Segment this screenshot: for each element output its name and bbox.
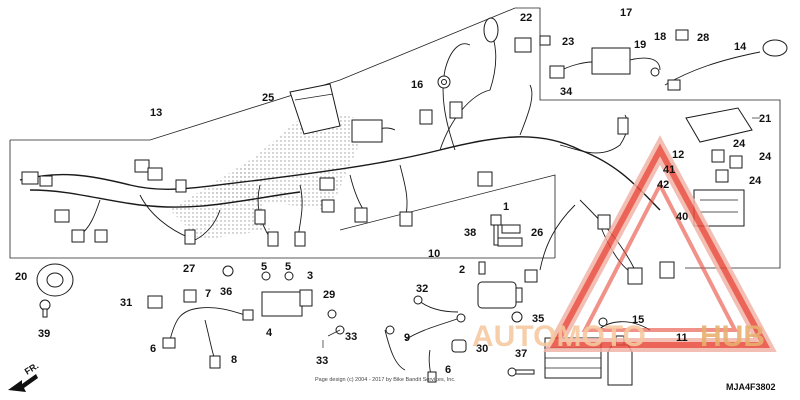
diagram-code: MJA4F3802 bbox=[726, 382, 776, 392]
callout-33b: 33 bbox=[316, 355, 328, 367]
callout-32: 32 bbox=[416, 283, 428, 295]
callout-14: 14 bbox=[734, 41, 747, 53]
callout-23: 23 bbox=[562, 36, 574, 48]
callout-8: 8 bbox=[231, 354, 237, 366]
callout-19: 19 bbox=[634, 39, 646, 51]
callout-labels: 1 2 3 4 5 5 6 6 7 8 9 10 11 12 13 14 15 … bbox=[15, 7, 772, 376]
part-21-fuse-box bbox=[685, 107, 760, 143]
part-17-sub-harness bbox=[549, 29, 788, 91]
callout-24a: 24 bbox=[733, 138, 746, 150]
callout-31: 31 bbox=[120, 297, 132, 309]
upper-rubber-boot bbox=[483, 17, 499, 43]
part-15-wire bbox=[597, 317, 651, 331]
callout-6a: 6 bbox=[150, 343, 156, 355]
part-4-regulator bbox=[261, 271, 313, 317]
part-26-band bbox=[497, 237, 523, 247]
part-36-nut bbox=[222, 265, 234, 277]
part-30-cap bbox=[451, 339, 467, 353]
part-6-lower-wire bbox=[427, 349, 437, 383]
callout-1: 1 bbox=[503, 201, 509, 213]
callout-5a: 5 bbox=[261, 261, 267, 273]
part-35-washer bbox=[511, 311, 523, 323]
part-25-connector-block bbox=[289, 83, 341, 135]
automotohub-watermark-triangle bbox=[543, 135, 777, 352]
part-29-bolts bbox=[322, 309, 345, 348]
callout-36: 36 bbox=[220, 286, 232, 298]
callout-25: 25 bbox=[262, 92, 274, 104]
callout-33a: 33 bbox=[345, 331, 357, 343]
callout-42: 42 bbox=[657, 179, 669, 191]
part-38-screw bbox=[490, 214, 502, 246]
callout-7: 7 bbox=[205, 288, 211, 300]
part-27-grommet bbox=[183, 289, 197, 303]
part-31-clamp bbox=[147, 295, 163, 309]
callout-12: 12 bbox=[672, 149, 684, 161]
callout-24c: 24 bbox=[749, 175, 762, 187]
part-39-bolt bbox=[39, 299, 51, 318]
callout-20: 20 bbox=[15, 271, 27, 283]
callout-17: 17 bbox=[620, 7, 632, 19]
callout-10: 10 bbox=[428, 248, 440, 260]
callout-40: 40 bbox=[676, 211, 688, 223]
part-20-horn bbox=[36, 263, 74, 297]
callout-27: 27 bbox=[183, 263, 195, 275]
harness-connectors bbox=[21, 101, 675, 285]
callout-28: 28 bbox=[697, 32, 709, 44]
part-24-relays bbox=[711, 149, 743, 183]
part-32-wire bbox=[384, 295, 466, 371]
part-37-bolt bbox=[507, 367, 535, 377]
callout-39: 39 bbox=[38, 328, 50, 340]
part-16-grommet bbox=[437, 75, 451, 89]
callout-16: 16 bbox=[411, 79, 423, 91]
harness-frame bbox=[9, 7, 781, 269]
callout-24b: 24 bbox=[759, 151, 772, 163]
callout-9: 9 bbox=[404, 332, 410, 344]
callout-11: 11 bbox=[676, 332, 688, 344]
callout-26: 26 bbox=[531, 227, 543, 239]
part-2-pin bbox=[478, 261, 486, 275]
callout-37: 37 bbox=[515, 348, 527, 360]
part-22-relay bbox=[514, 35, 551, 53]
copyright-text: Page design (c) 2004 - 2017 by Bike Band… bbox=[315, 377, 456, 383]
front-label: FR. bbox=[23, 361, 41, 377]
callout-6b: 6 bbox=[445, 364, 451, 376]
sensor-wires-6-7-8 bbox=[162, 307, 254, 369]
callout-38: 38 bbox=[464, 227, 476, 239]
callout-41: 41 bbox=[663, 164, 675, 176]
callout-15: 15 bbox=[632, 314, 644, 326]
callout-2: 2 bbox=[459, 264, 465, 276]
callout-29: 29 bbox=[323, 289, 335, 301]
callout-13: 13 bbox=[150, 107, 162, 119]
callout-35: 35 bbox=[532, 313, 544, 325]
part-4-starter-relay bbox=[477, 281, 523, 309]
callout-4a: 4 bbox=[266, 327, 273, 339]
automotohub-watermark-text: AUTOMOTO HUB bbox=[472, 320, 765, 353]
background-wing-logo bbox=[170, 110, 370, 240]
callout-3: 3 bbox=[307, 270, 313, 282]
part-1-bracket bbox=[501, 224, 521, 234]
watermark-automoto: AUTOMOTO bbox=[472, 320, 646, 353]
callout-22: 22 bbox=[520, 12, 532, 24]
callout-5b: 5 bbox=[285, 261, 291, 273]
watermark-hub: HUB bbox=[700, 320, 765, 353]
front-direction-arrow bbox=[8, 374, 38, 392]
callout-18: 18 bbox=[654, 31, 666, 43]
callout-34: 34 bbox=[560, 86, 573, 98]
callout-21: 21 bbox=[759, 113, 771, 125]
callout-30: 30 bbox=[476, 343, 488, 355]
